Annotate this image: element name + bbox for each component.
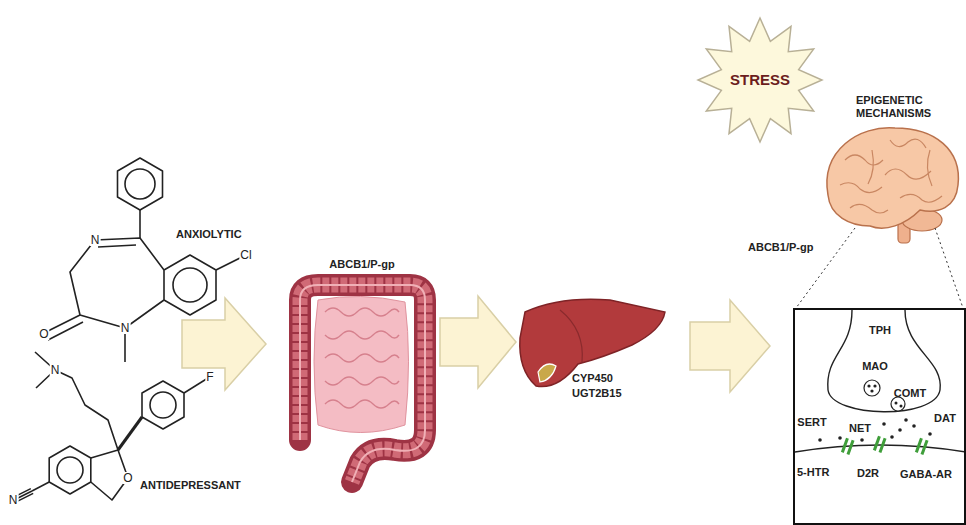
synapse-protein-label: MAO: [862, 360, 888, 372]
leader-line: [935, 228, 963, 308]
synapse-protein-label: NET: [849, 422, 871, 434]
molecule-name: ANXIOLYTIC: [176, 228, 242, 241]
mechanism-label: EPIGENETIC MECHANISMS: [856, 94, 952, 119]
synapse-protein-label: 5-HTR: [797, 466, 829, 478]
synapse-protein-label: SERT: [797, 416, 826, 428]
stress-label: STRESS: [730, 72, 790, 89]
block-arrow: [690, 300, 770, 392]
atom-label: Cl: [239, 249, 252, 261]
synapse-protein-label: TPH: [869, 324, 891, 336]
stress-starburst: STRESS: [696, 16, 824, 144]
atom-label: N: [8, 494, 19, 506]
transporter-label: ABCB1/P-gp: [329, 258, 394, 271]
enzyme-label: UGT2B15: [572, 387, 622, 400]
synapse-protein-label: D2R: [857, 467, 879, 479]
atom-label: O: [122, 472, 133, 484]
enzyme-label: CYP450: [572, 372, 613, 385]
synapse-box: TPH MAO COMT SERT NET DAT 5-HTR D2R GABA-AR: [793, 308, 966, 525]
liver-illustration: [520, 299, 665, 386]
atom-label: O: [38, 328, 49, 340]
synapse-illustration: [795, 310, 966, 455]
transporter-label: ABCB1/P-gp: [748, 241, 813, 254]
block-arrows: [182, 296, 770, 392]
atom-label: N: [50, 364, 61, 376]
block-arrow: [440, 296, 516, 388]
colon-illustration: [300, 285, 425, 482]
citalopram-structure: [15, 352, 208, 501]
atom-label: N: [120, 322, 131, 334]
synapse-protein-label: GABA-AR: [900, 468, 952, 480]
synapse-protein-label: COMT: [894, 387, 926, 399]
diazepam-structure: [44, 158, 244, 362]
atom-label: F: [205, 371, 214, 383]
molecule-name: ANTIDEPRESSANT: [140, 479, 241, 492]
leader-line: [796, 228, 855, 308]
brain-illustration: [827, 128, 958, 243]
atom-label: N: [90, 234, 101, 246]
synapse-protein-label: DAT: [934, 412, 956, 424]
